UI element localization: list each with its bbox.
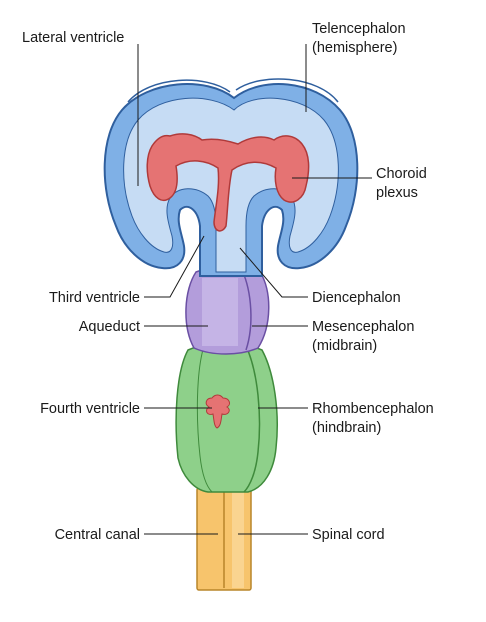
label-diencephalon: Diencephalon (312, 290, 401, 306)
leader-third-ventricle (144, 235, 205, 298)
label-choroid-sub: plexus (376, 185, 418, 201)
label-lateral-ventricle: Lateral ventricle (22, 30, 124, 46)
label-central-canal: Central canal (55, 527, 140, 543)
spinal-cord (196, 487, 252, 591)
label-rhombencephalon: Rhombencephalon (312, 401, 434, 417)
label-spinal-cord: Spinal cord (312, 527, 385, 543)
label-third-ventricle: Third ventricle (49, 290, 140, 306)
label-aqueduct: Aqueduct (79, 319, 140, 335)
leader-diencephalon (239, 247, 308, 298)
label-fourth-ventricle: Fourth ventricle (40, 401, 140, 417)
label-choroid: Choroid (376, 166, 427, 182)
choroid-plexus-shape (146, 133, 310, 232)
label-telencephalon: Telencephalon (312, 21, 406, 37)
label-rhombencephalon-sub: (hindbrain) (312, 420, 381, 436)
leader-lines (137, 44, 372, 535)
label-telencephalon-sub: (hemisphere) (312, 40, 397, 56)
label-mesencephalon-sub: (midbrain) (312, 338, 377, 354)
labels: Lateral ventricle Telencephalon (hemisph… (22, 21, 434, 543)
mesencephalon (185, 265, 270, 355)
label-mesencephalon: Mesencephalon (312, 319, 414, 335)
rhombencephalon (175, 341, 278, 493)
